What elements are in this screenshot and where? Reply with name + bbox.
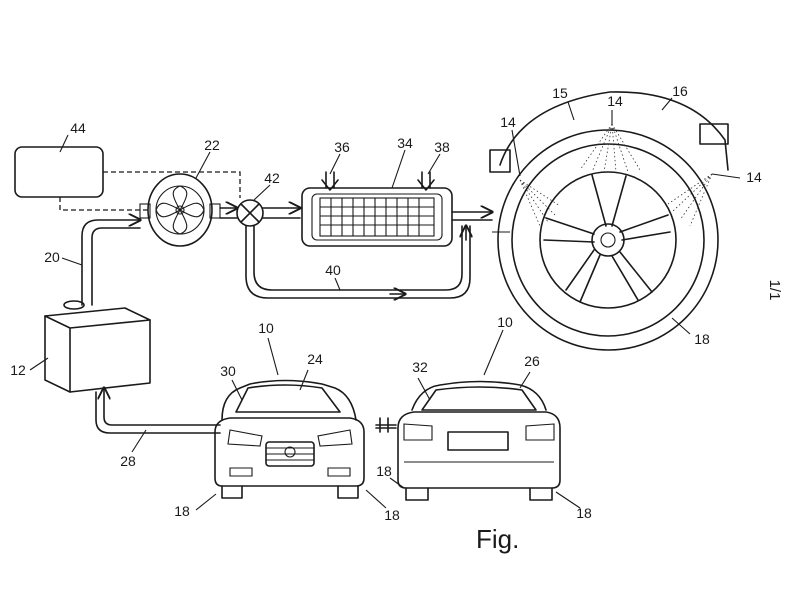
bypass-line [245,226,470,298]
flow-lines [262,208,492,221]
pump-to-valve-line [219,208,237,219]
label-wheel-front-right: 18 [384,507,400,523]
tank-icon [44,300,151,393]
label-wheel-rear-right: 18 [576,505,592,521]
label-heater: 34 [397,135,413,151]
label-return-line: 28 [120,453,136,469]
label-outlet: 38 [434,139,450,155]
label-vehicle-rear: 10 [497,314,513,330]
label-wheel-front-left: 18 [174,503,190,519]
label-pump: 22 [204,137,220,153]
label-inlet: 36 [334,139,350,155]
label-nozzle-top: 14 [607,93,623,109]
label-wheel-rear-left: 18 [376,463,392,479]
plus-icon [375,417,397,433]
label-bypass: 40 [325,262,341,278]
pump [139,173,221,247]
label-supply-line: 20 [44,249,60,265]
car-front-icon [214,379,365,499]
label-rear-window: 26 [524,353,540,369]
return-line [95,388,221,434]
reservoir-box [14,146,104,198]
heater [301,187,453,247]
label-tank: 12 [10,362,26,378]
label-wheel: 18 [694,331,710,347]
heater-grid-icon [320,198,434,236]
label-nozzle-left: 14 [500,114,516,130]
label-valve: 42 [264,170,280,186]
heater-connectors [321,171,435,191]
label-tire: 15 [552,85,568,101]
label-vehicle-front: 10 [258,320,274,336]
label-windshield: 24 [307,351,323,367]
label-front-window: 30 [220,363,236,379]
control-lines [59,171,241,211]
car-rear-icon [397,380,561,501]
wheel-icon [489,91,729,351]
supply-line [81,220,140,306]
spray-patterns [519,123,713,227]
reference-labels: 44 22 42 36 34 38 40 20 12 28 10 10 24 3… [10,83,762,523]
figure-label: Fig. [476,524,519,554]
valve-icon [236,199,264,227]
label-rear-window-inner: 32 [412,359,428,375]
label-nozzle-right: 14 [746,169,762,185]
leader-lines [29,97,741,511]
sheet-number: 1/1 [766,280,783,301]
label-fender: 16 [672,83,688,99]
label-reservoir: 44 [70,120,86,136]
